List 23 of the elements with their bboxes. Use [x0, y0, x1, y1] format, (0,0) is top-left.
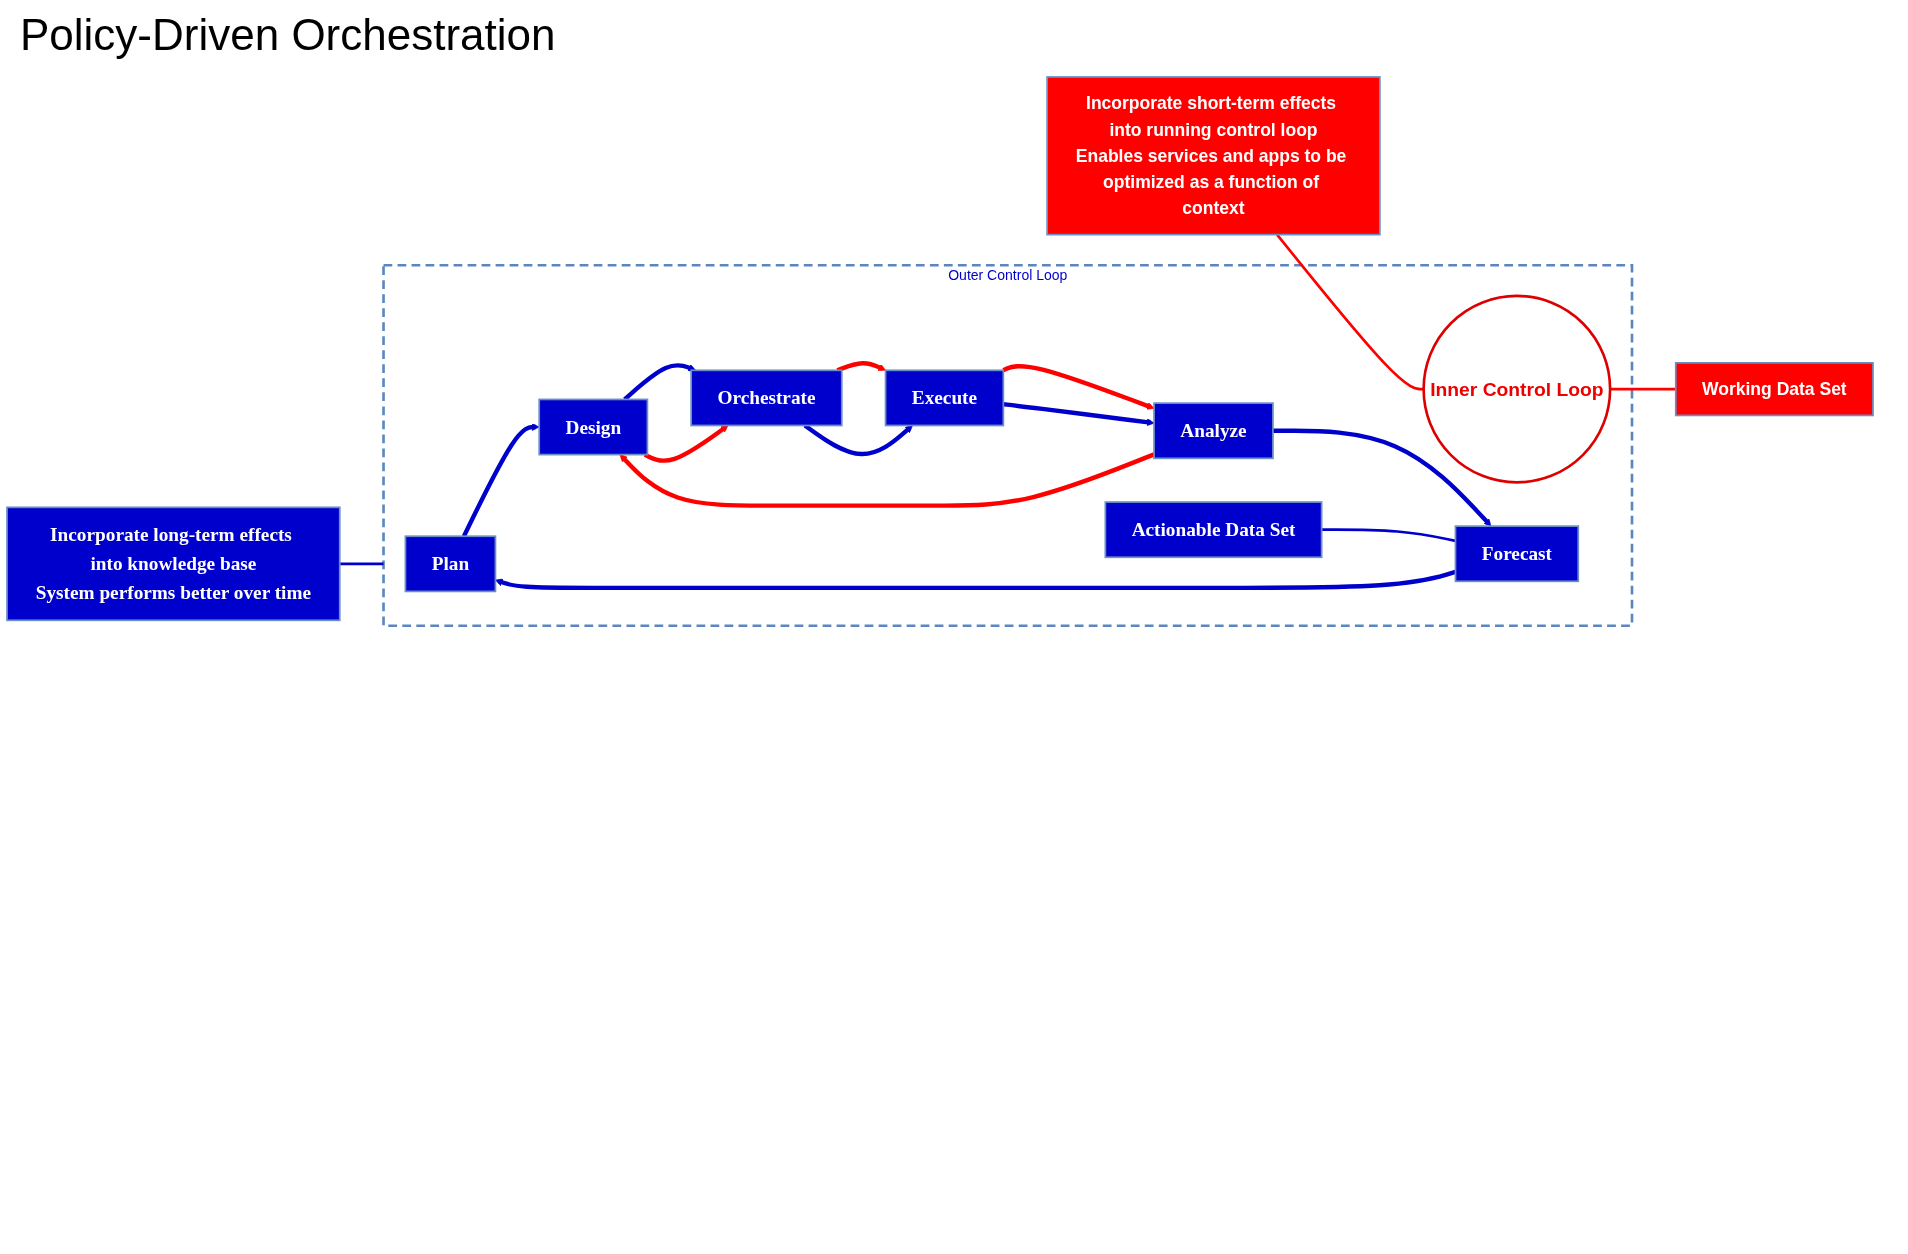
node-circle: Inner Control Loop	[1422, 294, 1612, 484]
node-box: Design	[538, 398, 649, 456]
connector	[1276, 233, 1424, 391]
node-box: Orchestrate	[690, 369, 843, 427]
node-box: Plan	[404, 535, 497, 593]
arrow	[1272, 428, 1492, 527]
node-box: Forecast	[1454, 525, 1580, 583]
connector	[1321, 528, 1456, 543]
arrow	[1002, 363, 1155, 410]
node-box: Actionable Data Set	[1104, 501, 1323, 559]
node-box: Incorporate short-term effects into running control loop Enables services and apps to be optimized as a function of context	[1046, 76, 1381, 236]
node-box: Analyze	[1153, 402, 1274, 460]
arrow	[836, 361, 886, 373]
connector	[339, 562, 384, 566]
arrow	[1003, 402, 1155, 427]
node-box: Execute	[884, 369, 1005, 427]
arrow	[619, 452, 1155, 508]
diagram-title: Policy-Driven Orchestration	[20, 10, 557, 60]
connector	[1610, 387, 1676, 391]
node-box: Working Data Set	[1674, 362, 1874, 417]
arrow	[643, 425, 729, 463]
arrow	[461, 423, 540, 538]
node-box: Incorporate long-term effects into knowledge base System performs better over time	[6, 506, 341, 622]
